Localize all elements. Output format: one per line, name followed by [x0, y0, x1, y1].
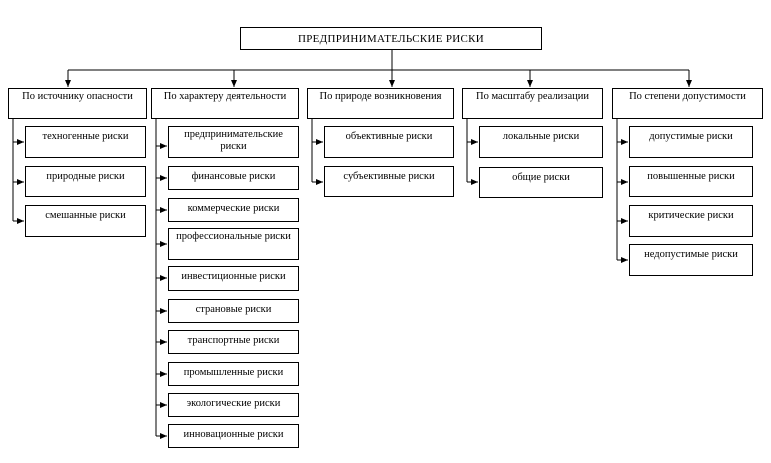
risk-elevated: повышенные риски — [629, 166, 753, 197]
risk-local: локальные риски — [479, 126, 603, 158]
risk-ecological: экологические риски — [168, 393, 299, 417]
risk-commercial: коммерческие риски — [168, 198, 299, 222]
risk-financial: финансовые риски — [168, 166, 299, 190]
risk-subjective: субъективные риски — [324, 166, 454, 197]
category-by-source: По источнику опасности — [8, 88, 147, 119]
risk-unacceptable: недопустимые риски — [629, 244, 753, 276]
category-by-origin: По природе возникновения — [307, 88, 454, 119]
risk-technogenic: техногенные риски — [25, 126, 146, 158]
category-by-scale: По масштабу реализации — [462, 88, 603, 119]
risk-innovation: инновационные риски — [168, 424, 299, 448]
risk-entrepreneurial: предпринимательские риски — [168, 126, 299, 158]
risk-industrial: промышленные риски — [168, 362, 299, 386]
category-by-acceptability: По степени допустимости — [612, 88, 763, 119]
risk-country: страновые риски — [168, 299, 299, 323]
risk-natural: природные риски — [25, 166, 146, 197]
risk-professional: профессиональные риски — [168, 228, 299, 260]
risk-mixed: смешанные риски — [25, 205, 146, 237]
risk-objective: объективные риски — [324, 126, 454, 158]
risk-critical: критические риски — [629, 205, 753, 237]
risk-general: общие риски — [479, 167, 603, 198]
root-node: ПРЕДПРИНИМАТЕЛЬСКИЕ РИСКИ — [240, 27, 542, 50]
risk-acceptable: допустимые риски — [629, 126, 753, 158]
category-by-activity: По характеру деятельности — [151, 88, 299, 119]
risk-investment: инвестиционные риски — [168, 266, 299, 291]
risk-transport: транспортные риски — [168, 330, 299, 354]
